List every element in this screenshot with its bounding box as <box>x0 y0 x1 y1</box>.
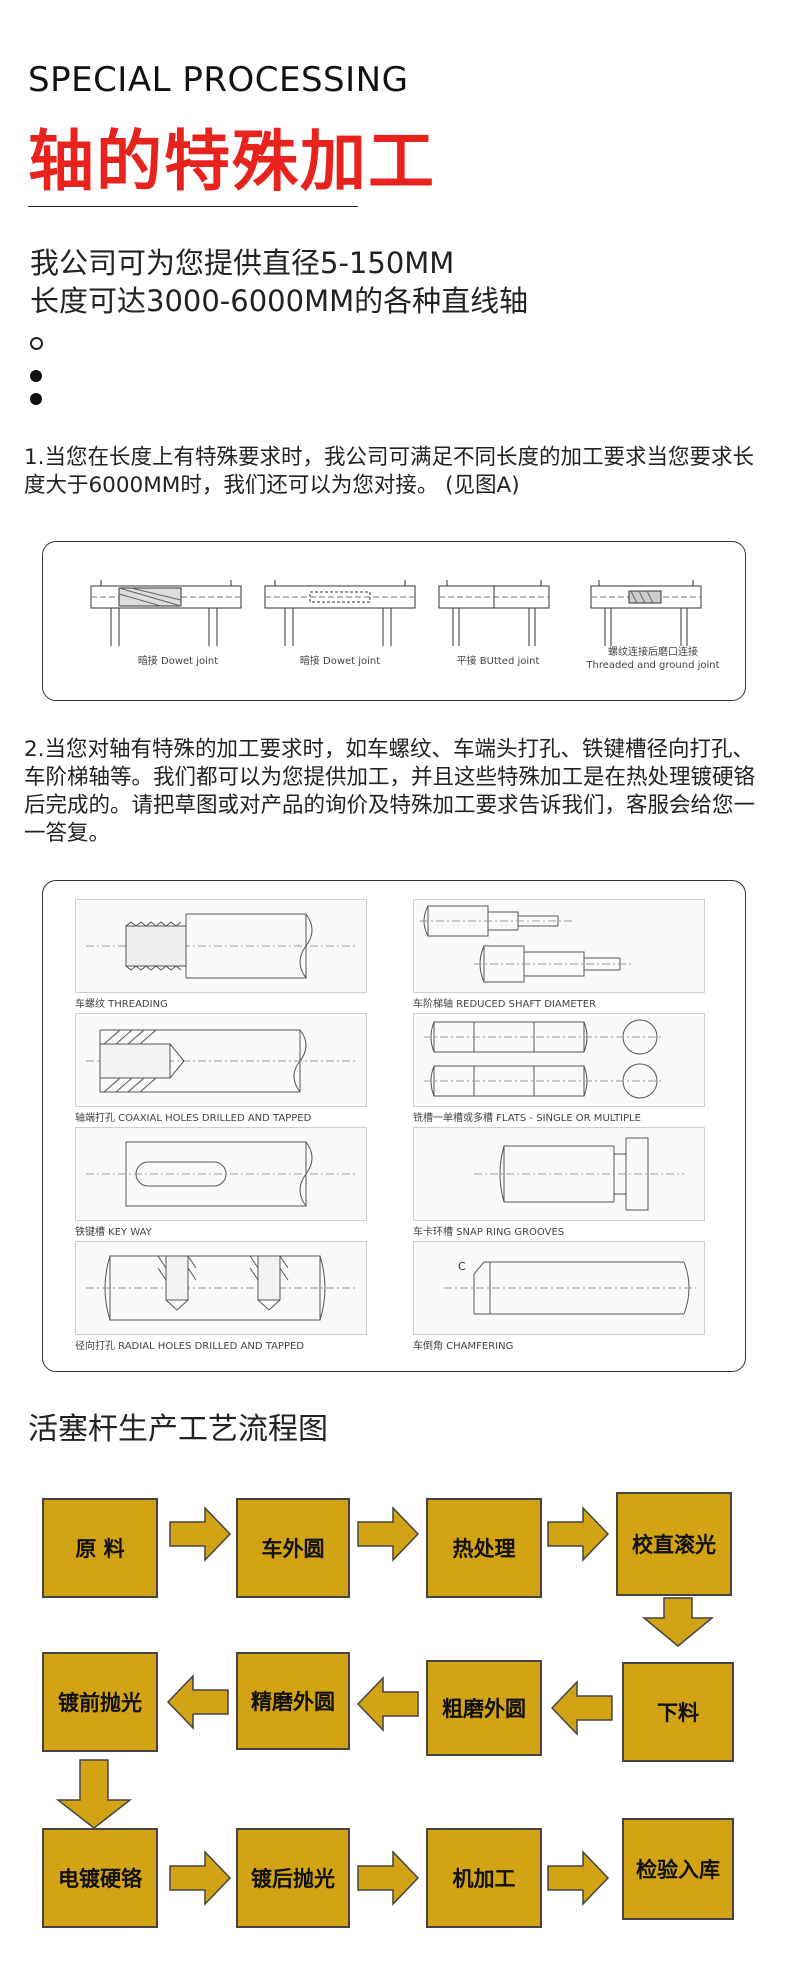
heading-chinese: 轴的特殊加工 <box>28 123 436 200</box>
arrow-right-icon <box>169 1506 232 1562</box>
arrow-right-icon <box>547 1506 610 1562</box>
flow-step-raw-material: 原 料 <box>42 1498 158 1598</box>
flow-step-heat-treatment: 热处理 <box>426 1498 542 1598</box>
arrow-right-icon <box>357 1850 420 1906</box>
reduced-shaft-drawing <box>413 899 705 993</box>
arrow-left-icon <box>166 1674 229 1730</box>
joint-diagram-panel: 暗接 Dowet joint 暗接 Dowet joint 平接 BUtted … <box>42 541 746 701</box>
bullet-hollow <box>30 337 43 350</box>
heading-english: SPECIAL PROCESSING <box>28 60 409 100</box>
flow-step-pre-plating-polish: 镀前抛光 <box>42 1652 158 1752</box>
paragraph-special-processing: 2.当您对轴有特殊的加工要求时，如车螺纹、车端头打孔、铁键槽径向打孔、车阶梯轴等… <box>24 737 756 846</box>
flowchart-title: 活塞杆生产工艺流程图 <box>28 1412 328 1447</box>
process-caption-flats: 铣槽一单槽或多槽 FLATS - SINGLE OR MULTIPLE <box>413 1113 641 1124</box>
process-caption-keyway: 铁键槽 KEY WAY <box>75 1227 152 1238</box>
joint-caption-3: 平接 BUtted joint <box>456 656 540 667</box>
flow-step-turning: 车外圆 <box>236 1498 350 1598</box>
process-diagram-panel: 车螺纹 THREADING 车阶梯轴 REDUCED SHAFT DIAMETE… <box>42 880 746 1372</box>
flow-step-inspection-storage: 检验入库 <box>622 1818 734 1920</box>
flow-step-straightening: 校直滚光 <box>616 1492 732 1596</box>
flow-step-chrome-plating: 电镀硬铬 <box>42 1828 158 1928</box>
flow-step-machining: 机加工 <box>426 1828 542 1928</box>
process-caption-snap-ring: 车卡环槽 SNAP RING GROOVES <box>413 1227 565 1238</box>
heading-divider <box>28 206 358 207</box>
process-caption-radial-holes: 径向打孔 RADIAL HOLES DRILLED AND TAPPED <box>75 1341 304 1352</box>
arrow-right-icon <box>547 1850 610 1906</box>
arrow-down-icon <box>641 1597 715 1647</box>
arrow-right-icon <box>357 1506 420 1562</box>
coaxial-holes-drawing <box>75 1013 367 1107</box>
arrow-right-icon <box>169 1850 232 1906</box>
process-caption-chamfer: 车倒角 CHAMFERING <box>413 1341 514 1352</box>
intro-line-2: 长度可达3000-6000MM的各种直线轴 <box>30 284 529 318</box>
radial-holes-drawing <box>75 1241 367 1335</box>
arrow-left-icon <box>356 1676 419 1732</box>
flow-step-fine-grinding: 精磨外圆 <box>236 1652 350 1750</box>
chamfer-drawing: C <box>413 1241 705 1335</box>
intro-line-1: 我公司可为您提供直径5-150MM <box>30 246 455 280</box>
joint-caption-1: 暗接 Dowet joint <box>137 656 219 667</box>
joint-caption-2: 暗接 Dowet joint <box>299 656 381 667</box>
flats-drawing <box>413 1013 705 1107</box>
chamfer-mark: C <box>458 1260 466 1273</box>
process-caption-reduced-shaft: 车阶梯轴 REDUCED SHAFT DIAMETER <box>413 999 597 1010</box>
flow-step-rough-grinding: 粗磨外圆 <box>426 1660 542 1756</box>
paragraph-length: 1.当您在长度上有特殊要求时，我公司可满足不同长度的加工要求当您要求长度大于60… <box>24 445 755 498</box>
flow-step-cutting: 下料 <box>622 1662 734 1762</box>
process-caption-coaxial-holes: 轴端打孔 COAXIAL HOLES DRILLED AND TAPPED <box>75 1113 312 1124</box>
bullet-solid <box>30 393 42 405</box>
keyway-drawing <box>75 1127 367 1221</box>
flow-step-post-plating-polish: 镀后抛光 <box>236 1828 350 1928</box>
arrow-left-icon <box>550 1680 613 1736</box>
flow-arrows <box>55 1506 715 1906</box>
joint-diagrams <box>90 580 702 646</box>
arrow-down-icon <box>55 1759 133 1829</box>
process-caption-threading: 车螺纹 THREADING <box>75 999 168 1010</box>
snap-ring-drawing <box>413 1127 705 1221</box>
bullet-solid <box>30 370 42 382</box>
threading-drawing <box>75 899 367 993</box>
